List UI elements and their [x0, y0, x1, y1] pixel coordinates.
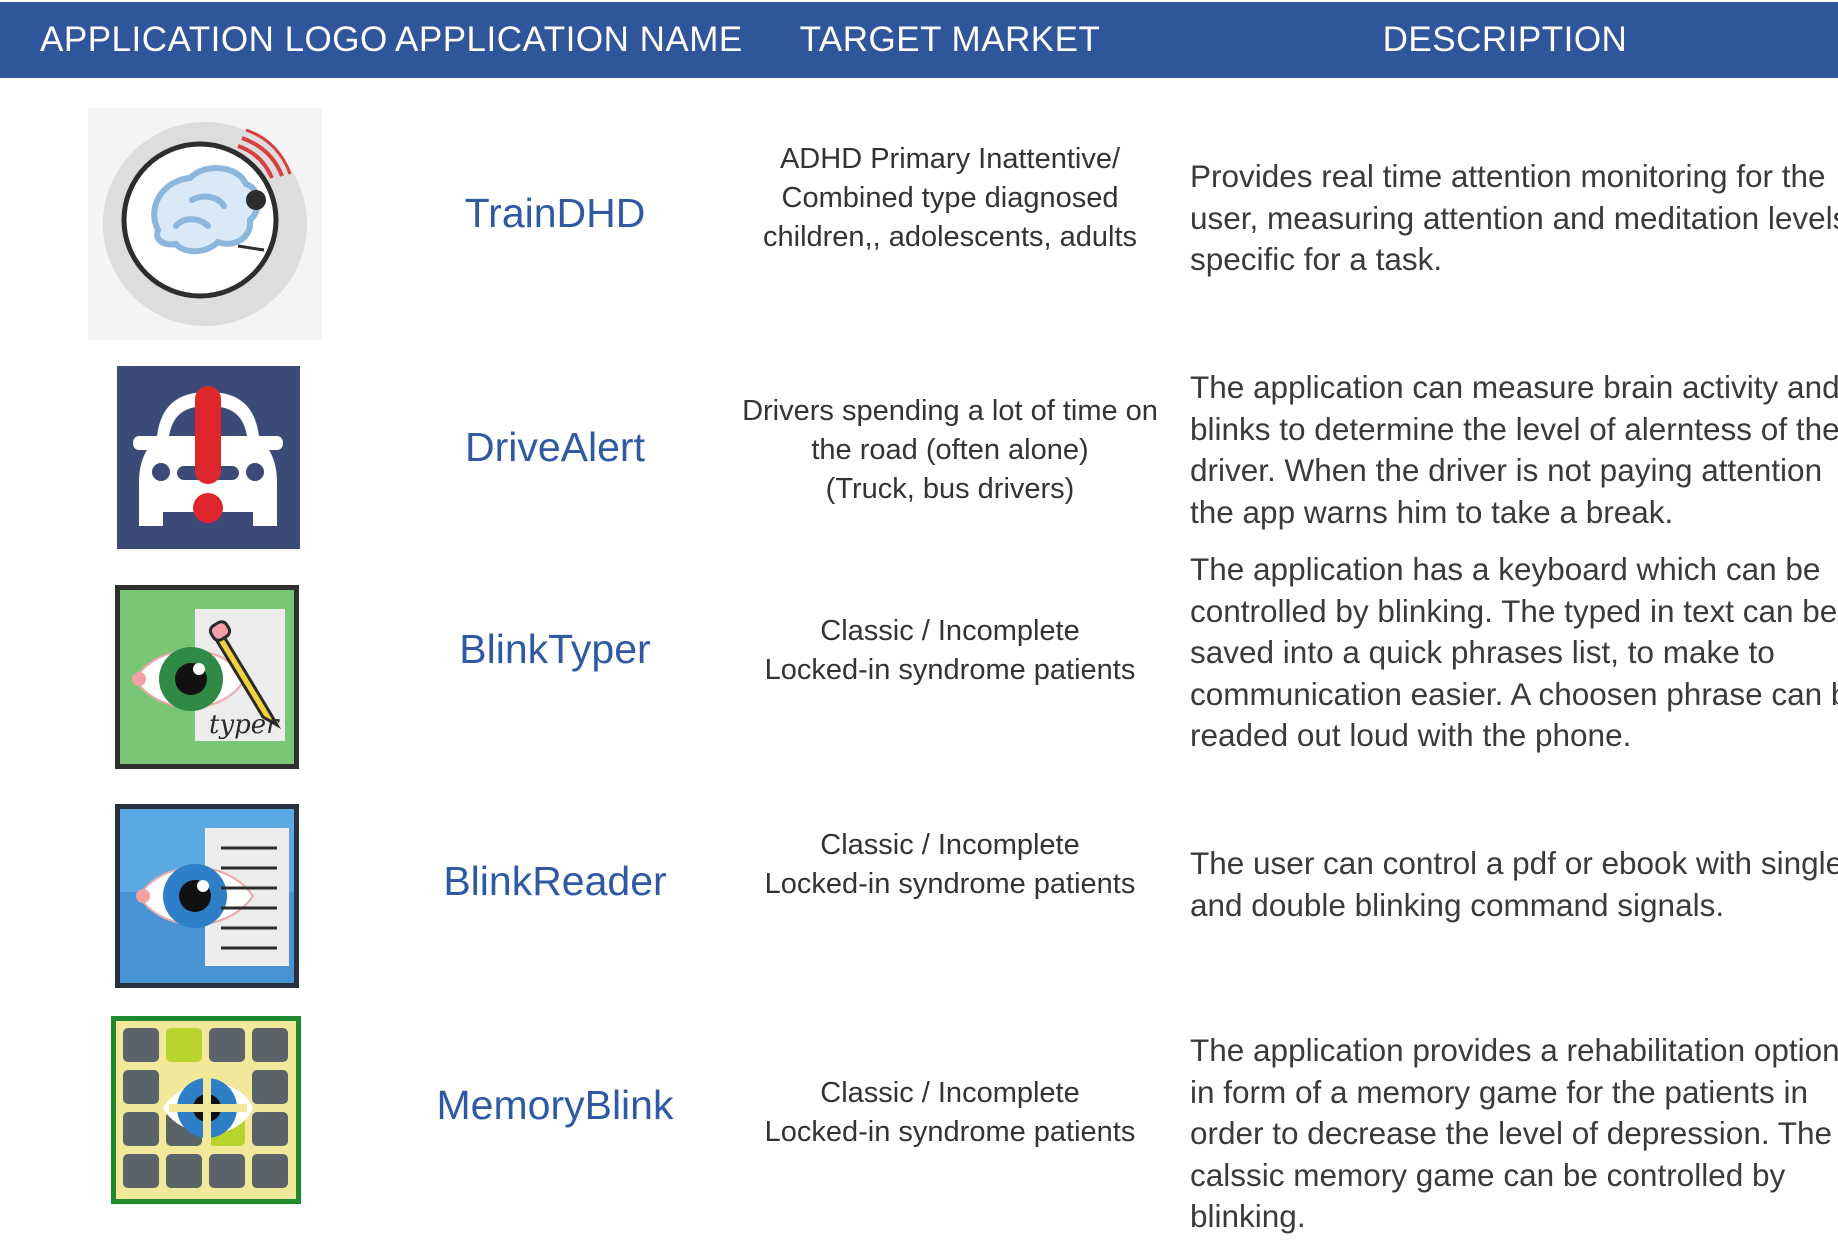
description: The application provides a rehabilitatio… [1190, 1032, 1838, 1234]
target-market: Drivers spending a lot of time on the ro… [742, 395, 1158, 505]
app-name: DriveAlert [465, 424, 645, 470]
brain-attention-icon [88, 108, 322, 340]
description: Provides real time attention monitoring … [1190, 158, 1838, 277]
header-market: TARGET MARKET [799, 20, 1101, 59]
app-name: BlinkTyper [459, 626, 651, 672]
header-description: DESCRIPTION [1382, 20, 1628, 59]
memory-grid-eye-icon [111, 1016, 301, 1204]
app-name: MemoryBlink [436, 1082, 674, 1128]
app-name: BlinkReader [443, 858, 667, 904]
table-header: APPLICATION LOGO APPLICATION NAME TARGET… [0, 2, 1838, 78]
app-name: TrainDHD [464, 190, 646, 236]
description: The application has a keyboard which can… [1190, 551, 1838, 753]
target-market: Classic / Incomplete Locked-in syndrome … [764, 615, 1136, 686]
description: The user can control a pdf or ebook with… [1190, 845, 1838, 923]
typer-logo-text: typer [209, 710, 280, 740]
header-logo: APPLICATION LOGO [40, 20, 388, 59]
eye-pencil-icon: typer [113, 583, 301, 771]
target-market: Classic / Incomplete Locked-in syndrome … [764, 829, 1136, 900]
header-name: APPLICATION NAME [395, 20, 743, 59]
target-market: ADHD Primary Inattentive/ Combined type … [763, 143, 1137, 253]
target-market: Classic / Incomplete Locked-in syndrome … [764, 1077, 1136, 1148]
car-alert-icon [117, 366, 300, 549]
eye-document-icon [113, 802, 301, 990]
description: The application can measure brain activi… [1190, 369, 1838, 530]
